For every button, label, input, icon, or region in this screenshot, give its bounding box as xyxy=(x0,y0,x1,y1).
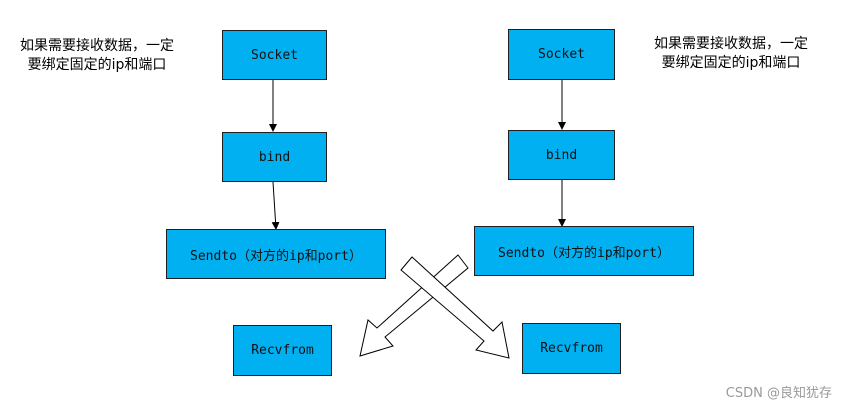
left-note: 如果需要接收数据，一定 要绑定固定的ip和端口 xyxy=(6,37,188,75)
left-socket-box: Socket xyxy=(222,30,327,80)
left-recvfrom-box: Recvfrom xyxy=(233,325,332,376)
right-note: 如果需要接收数据，一定 要绑定固定的ip和端口 xyxy=(640,35,822,73)
right-recvfrom-box: Recvfrom xyxy=(522,323,621,374)
arrow-left-bind-to-sendto xyxy=(271,181,280,230)
block-arrow-right-to-left xyxy=(359,254,469,357)
left-sendto-box: Sendto（对方的ip和port） xyxy=(166,229,386,279)
left-bind-box: bind xyxy=(222,132,327,182)
left-note-line1: 如果需要接收数据，一定 xyxy=(20,38,174,54)
right-note-line2: 要绑定固定的ip和端口 xyxy=(661,55,801,71)
right-bind-box: bind xyxy=(508,130,615,180)
left-note-line2: 要绑定固定的ip和端口 xyxy=(27,57,167,73)
watermark: CSDN @良知犹存 xyxy=(725,386,832,401)
right-socket-box: Socket xyxy=(508,29,615,80)
right-note-line1: 如果需要接收数据，一定 xyxy=(654,36,808,52)
right-sendto-box: Sendto（对方的ip和port） xyxy=(474,226,694,276)
block-arrow-left-to-right xyxy=(400,256,510,359)
